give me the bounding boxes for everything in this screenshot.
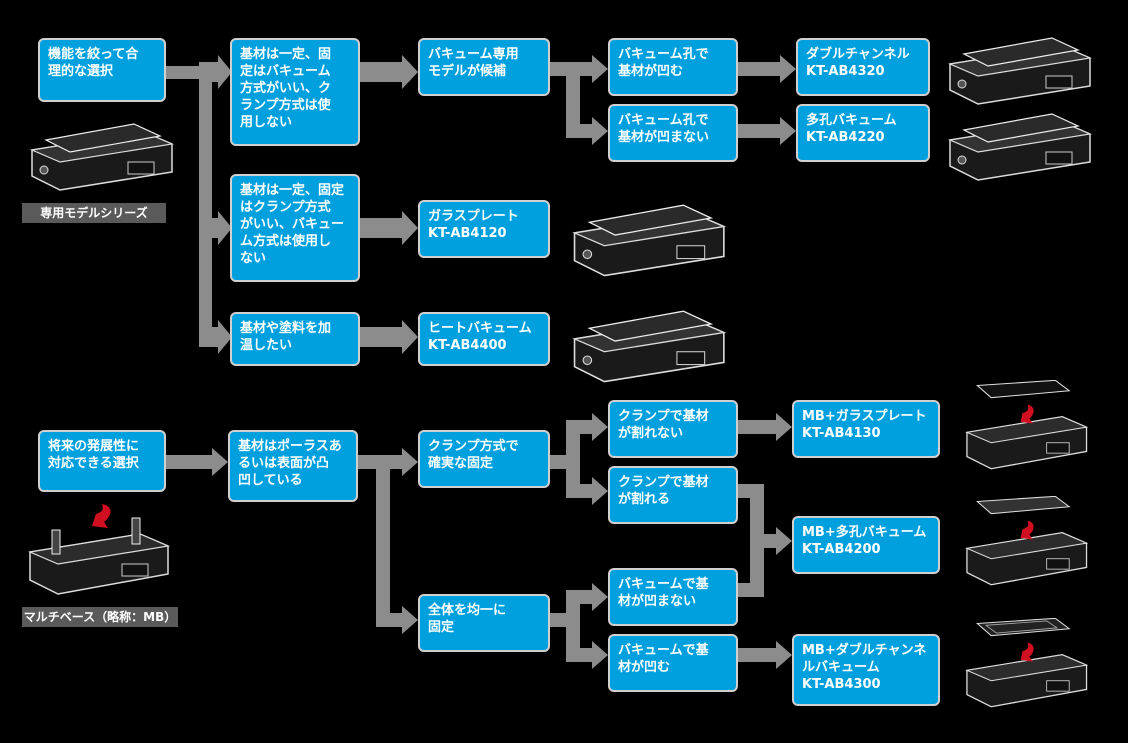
coating-machine-icon — [572, 204, 726, 277]
node-uniform-fix: 全体を均一に 固定 — [418, 594, 550, 652]
series-label-multi: マルチベース（略称：MB） — [22, 607, 178, 627]
node-product-kt-ab4220[interactable]: 多孔バキューム KT-AB4220 — [796, 104, 930, 162]
node-clamp-crack: クランプで基材 が割れる — [608, 466, 738, 524]
node-vacuum-no-dent: バキュームで基 材が凹まない — [608, 568, 738, 626]
multibase-machine-icon — [965, 496, 1089, 586]
node-product-kt-ab4400[interactable]: ヒートバキューム KT-AB4400 — [418, 312, 550, 366]
multibase-machine-icon — [27, 504, 171, 595]
coating-machine-icon — [947, 37, 1092, 105]
node-no-dent-by-holes: バキューム孔で 基材が凹まない — [608, 104, 738, 162]
node-product-kt-ab4320[interactable]: ダブルチャンネル KT-AB4320 — [796, 38, 930, 96]
node-dent-by-holes: バキューム孔で 基材が凹む — [608, 38, 738, 96]
node-vacuum-dent: バキュームで基 材が凹む — [608, 634, 738, 692]
node-clamp-secure: クランプ方式で 確実な固定 — [418, 430, 550, 488]
node-clamp-only-condition: 基材は一定、固定 はクランプ方式 がいい、バキュー ム方式は使用し ない — [230, 174, 360, 282]
node-product-kt-ab4130[interactable]: MB+ガラスプレート KT-AB4130 — [792, 400, 940, 458]
connector-group-bottom — [165, 413, 792, 669]
node-product-kt-ab4120[interactable]: ガラスプレート KT-AB4120 — [418, 200, 550, 258]
node-reasonable-choice: 機能を絞って合 理的な選択 — [38, 38, 166, 102]
multibase-machine-icon — [965, 618, 1089, 708]
node-product-kt-ab4200[interactable]: MB+多孔バキューム KT-AB4200 — [792, 516, 940, 574]
connector-group-top — [165, 55, 796, 354]
node-clamp-no-crack: クランプで基材 が割れない — [608, 400, 738, 458]
node-future-expansion: 将来の発展性に 対応できる選択 — [38, 430, 166, 492]
coating-machine-icon — [572, 310, 726, 383]
node-vacuum-model-candidate: バキューム専用 モデルが候補 — [418, 38, 550, 96]
multibase-machine-icon — [965, 380, 1089, 470]
series-label-dedicated: 専用モデルシリーズ — [22, 203, 166, 223]
coating-machine-icon — [29, 123, 174, 191]
node-porous-substrate: 基材はポーラスあ るいは表面が凸 凹している — [228, 430, 358, 502]
node-product-kt-ab4300[interactable]: MB+ダブルチャンネ ルバキューム KT-AB4300 — [792, 634, 940, 706]
node-vacuum-only-condition: 基材は一定、固 定はバキューム 方式がいい、ク ランプ方式は使 用しない — [230, 38, 360, 146]
coating-machine-icon — [947, 113, 1092, 181]
node-heating-condition: 基材や塗料を加 温したい — [230, 312, 360, 366]
